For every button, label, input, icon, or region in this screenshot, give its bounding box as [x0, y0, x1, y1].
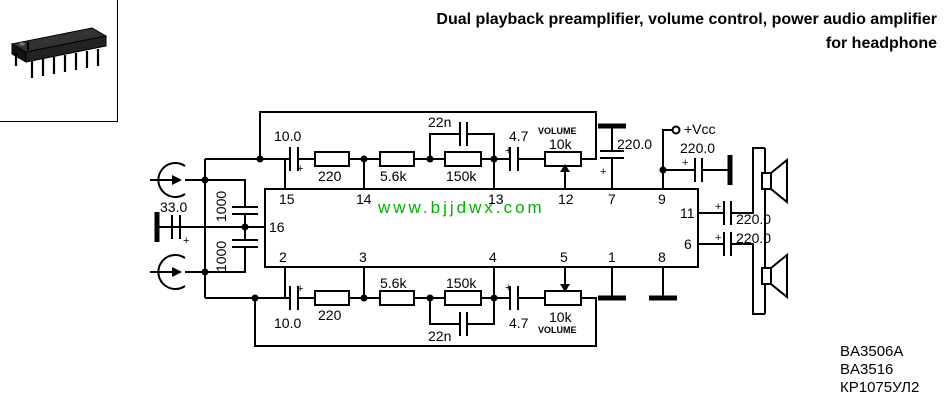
pin-9: 9 [658, 191, 666, 207]
pin-12: 12 [558, 191, 574, 207]
pin-5: 5 [560, 249, 568, 265]
resistor-220-bottom [314, 290, 350, 306]
cap-vcc-label: 220.0 [680, 140, 715, 156]
volume-label-bottom: VOLUME [538, 325, 577, 335]
headphone-speaker-icon [761, 248, 788, 314]
resistor-5k6-top [379, 151, 415, 167]
pin-16: 16 [269, 219, 285, 235]
res-150k-bottom-label: 150k [446, 275, 477, 291]
cap-4u7-top-label: 4.7 [509, 128, 529, 144]
labels: 15 14 13 12 7 9 11 6 16 2 3 4 5 1 8 10.0… [160, 114, 771, 344]
cap-filter-bottom-label: 1000 [213, 241, 229, 272]
cap-bias-label: 33.0 [160, 199, 187, 215]
plus-sign: + [715, 201, 721, 213]
cap-in-top-label: 10.0 [274, 128, 301, 144]
pin-6: 6 [684, 236, 692, 252]
pot-10k-bottom-label: 10k [549, 309, 573, 325]
plus-sign: + [715, 232, 721, 244]
resistor-150k-bottom [444, 290, 482, 306]
dip-chip-icon [10, 27, 108, 78]
cap-out-2-label: 220.0 [736, 230, 771, 246]
pin-7: 7 [608, 191, 616, 207]
pin-1: 1 [608, 249, 616, 265]
input-jack-icon [150, 162, 186, 198]
part-numbers: BA3506A BA3516 КР1075УЛ2 [840, 343, 919, 397]
plus-sign: + [600, 166, 606, 178]
res-220-top-label: 220 [318, 168, 342, 184]
plus-sign: + [183, 235, 189, 247]
cap-4u7-bottom-label: 4.7 [509, 315, 529, 331]
plus-sign: + [505, 145, 511, 157]
plus-sign: + [297, 163, 303, 175]
plus-sign: + [682, 157, 688, 169]
watermark: www.bjjdwx.com [377, 198, 545, 217]
plus-sign: + [505, 282, 511, 294]
top-channel [205, 111, 597, 189]
potentiometer-top [544, 151, 582, 167]
cap-pin7-label: 220.0 [617, 136, 652, 152]
part-number-1: BA3506A [840, 343, 904, 360]
bottom-channel [205, 267, 597, 347]
input-jack-icon [150, 254, 186, 290]
pin-15: 15 [279, 191, 295, 207]
pin-11: 11 [680, 205, 695, 221]
plus-sign: + [297, 283, 303, 295]
title-line-2: for headphone [825, 35, 937, 52]
pin-2: 2 [279, 249, 287, 265]
part-number-3: КР1075УЛ2 [840, 379, 920, 396]
res-5k6-bottom-label: 5.6k [380, 275, 407, 291]
output-section [598, 123, 788, 315]
title-line-1: Dual playback preamplifier, volume contr… [436, 11, 937, 28]
pin-13: 13 [488, 191, 504, 207]
res-150k-top-label: 150k [446, 168, 477, 184]
pin-14: 14 [356, 191, 372, 207]
res-220-bottom-label: 220 [318, 307, 342, 323]
pot-10k-top-label: 10k [549, 136, 573, 152]
cap-out-1-label: 220.0 [736, 211, 771, 227]
part-number-2: BA3516 [840, 361, 894, 378]
pin-8: 8 [658, 249, 666, 265]
input-section [150, 159, 265, 298]
potentiometer-bottom [544, 290, 582, 306]
res-5k6-top-label: 5.6k [380, 168, 407, 184]
vcc-label: +Vcc [684, 121, 716, 137]
headphone-speaker-icon [761, 148, 788, 206]
chip-package-box [0, 0, 118, 122]
cap-22n-top-label: 22n [428, 114, 451, 130]
cap-in-bottom-label: 10.0 [274, 315, 301, 331]
resistor-220-top [314, 151, 350, 167]
resistor-150k-top [444, 151, 482, 167]
cap-22n-bottom-label: 22n [428, 328, 451, 344]
cap-filter-top-label: 1000 [213, 191, 229, 222]
resistor-5k6-bottom [379, 290, 415, 306]
pin-4: 4 [489, 249, 497, 265]
diagram-title: Dual playback preamplifier, volume contr… [436, 8, 937, 56]
volume-label-top: VOLUME [538, 126, 577, 136]
pin-3: 3 [359, 249, 367, 265]
